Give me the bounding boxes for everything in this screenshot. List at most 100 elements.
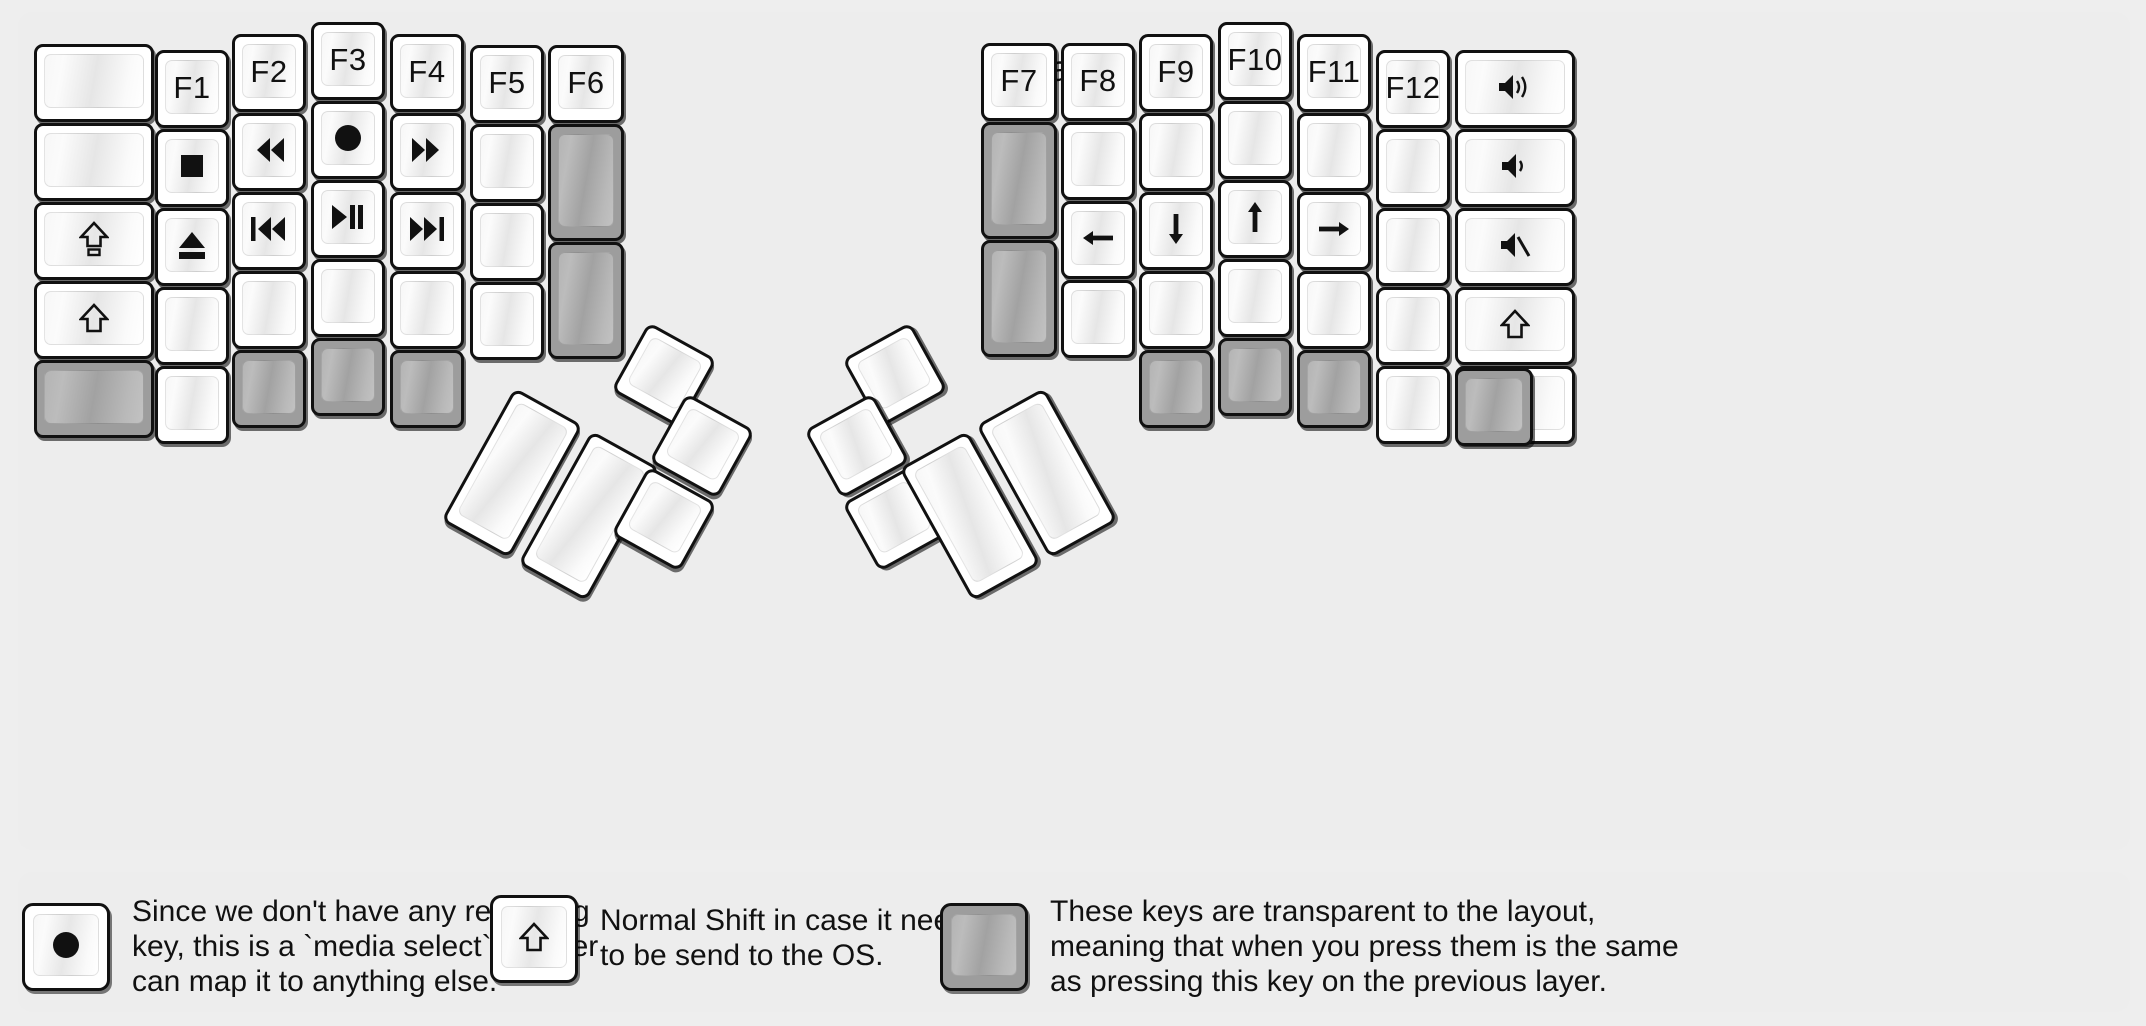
left-col-f6-key-1[interactable]: F6 (548, 45, 624, 123)
right-col-f9-key-4[interactable] (1139, 271, 1213, 349)
key-label-blank (559, 253, 613, 344)
left-col-f2-key-1[interactable]: F2 (232, 34, 306, 112)
left-col-f3-key-4[interactable] (311, 259, 385, 337)
legend-transparent-key-key[interactable] (940, 903, 1028, 992)
left-col-outer-left-key-5[interactable] (34, 360, 154, 438)
left-col-f1-key-2[interactable] (155, 129, 229, 207)
right-col-f11-key-4[interactable] (1297, 271, 1371, 349)
left-col-f5-key-2[interactable] (470, 124, 544, 202)
left-col-f4-key-3[interactable] (390, 192, 464, 270)
right-col-f7-key-2[interactable] (981, 122, 1057, 239)
left-col-f1-key-1[interactable]: F1 (155, 50, 229, 128)
right-col-outer-right-key-1[interactable] (1455, 50, 1575, 128)
right-col-f7-key-3[interactable] (981, 240, 1057, 357)
right-col-f10-key-3[interactable] (1218, 180, 1292, 258)
right-col-f11-key-5[interactable] (1297, 350, 1371, 428)
right-col-outer-right-key-2[interactable] (1455, 129, 1575, 207)
left-col-f3-key-1[interactable]: F3 (311, 22, 385, 100)
left-col-f4-key-1[interactable]: F4 (390, 34, 464, 112)
right-col-f10-key-2[interactable] (1218, 101, 1292, 179)
right-col-f9-key-2[interactable] (1139, 113, 1213, 191)
left-col-f4-key-4[interactable] (390, 271, 464, 349)
left-col-outer-left-key-3[interactable] (34, 202, 154, 280)
right-col-f12-key-5[interactable] (1376, 366, 1450, 444)
keycap-face: F7 (991, 53, 1047, 107)
keycap-face (1386, 376, 1440, 430)
right-col-outer-right-key-3[interactable] (1455, 208, 1575, 286)
key-label: F12 (1385, 69, 1441, 105)
right-col-f12-key-2[interactable] (1376, 129, 1450, 207)
left-col-f3-key-5[interactable] (311, 338, 385, 416)
keycap-face (480, 213, 534, 267)
media-prev-track-icon (243, 203, 295, 255)
keycap-face (242, 281, 296, 335)
right-col-f9-key-3[interactable] (1139, 192, 1213, 270)
left-col-f4-key-2[interactable] (390, 113, 464, 191)
keycap-face: F6 (558, 55, 614, 109)
left-col-outer-left-key-1[interactable] (34, 44, 154, 122)
key-label: F1 (173, 69, 211, 105)
left-col-f5-key-4[interactable] (470, 282, 544, 360)
keycap-face (321, 348, 375, 402)
right-col-f11-key-1[interactable]: F11 (1297, 34, 1371, 112)
left-col-f4-key-5[interactable] (390, 350, 464, 428)
keycap-face (480, 292, 534, 346)
key-label: F3 (329, 41, 367, 77)
left-col-f3-key-2[interactable] (311, 101, 385, 179)
key-label-blank (45, 134, 143, 186)
left-col-f2-key-2[interactable] (232, 113, 306, 191)
right-col-f11-key-2[interactable] (1297, 113, 1371, 191)
key-label-blank (243, 282, 295, 334)
keycap-face (1465, 218, 1565, 272)
left-col-f2-key-5[interactable] (232, 350, 306, 428)
right-col-f11-key-3[interactable] (1297, 192, 1371, 270)
key-label-blank (666, 408, 740, 481)
left-col-f5-key-3[interactable] (470, 203, 544, 281)
right-col-outer-right-key-4[interactable] (1455, 287, 1575, 365)
key-label: F2 (250, 53, 288, 89)
right-col-f10-key-5[interactable] (1218, 338, 1292, 416)
left-col-f6-key-3[interactable] (548, 242, 624, 359)
key-label-blank (1229, 270, 1281, 322)
key-label: F9 (1157, 53, 1195, 89)
left-col-outer-left-key-4[interactable] (34, 281, 154, 359)
right-col-f9-key-5[interactable] (1139, 350, 1213, 428)
key-label-blank (952, 915, 1016, 975)
key-label: F7 (1000, 62, 1038, 98)
key-label-blank (481, 135, 533, 187)
left-col-f2-key-3[interactable] (232, 192, 306, 270)
right-col-f8-key-4[interactable] (1061, 280, 1135, 358)
right-col-f7-key-1[interactable]: F7 (981, 43, 1057, 121)
left-col-f3-key-3[interactable] (311, 180, 385, 258)
left-col-f2-key-4[interactable] (232, 271, 306, 349)
right-col-f12-key-1[interactable]: F12 (1376, 50, 1450, 128)
key-label-blank (401, 361, 453, 413)
keycap-face (44, 291, 144, 345)
left-col-f1-key-4[interactable] (155, 287, 229, 365)
legend-normal-shift-key[interactable] (490, 895, 578, 983)
key-label-blank (166, 377, 218, 429)
left-col-f1-key-5[interactable] (155, 366, 229, 444)
keycap-face (1465, 297, 1565, 351)
media-record-icon (322, 112, 374, 164)
right-col-f10-key-1[interactable]: F10 (1218, 22, 1292, 100)
legend-media-select-key[interactable] (22, 903, 110, 992)
left-col-f6-key-2[interactable] (548, 124, 624, 241)
right-col-f12-key-4[interactable] (1376, 287, 1450, 365)
legend-normal-shift: Normal Shift in case it needs to be send… (490, 895, 982, 983)
bottom-right-transparent-key[interactable] (1455, 368, 1533, 446)
keycap-face (1307, 202, 1361, 256)
left-col-f5-key-1[interactable]: F5 (470, 45, 544, 123)
arrow-left-icon (1072, 212, 1124, 264)
right-col-f10-key-4[interactable] (1218, 259, 1292, 337)
key-label-blank (322, 270, 374, 322)
left-col-f1-key-3[interactable] (155, 208, 229, 286)
keycap-face (1149, 360, 1203, 414)
right-col-f8-key-3[interactable] (1061, 201, 1135, 279)
right-col-f8-key-1[interactable]: F8 (1061, 43, 1135, 121)
right-col-f8-key-2[interactable] (1061, 122, 1135, 200)
left-col-outer-left-key-2[interactable] (34, 123, 154, 201)
key-label-blank (992, 133, 1046, 224)
right-col-f12-key-3[interactable] (1376, 208, 1450, 286)
right-col-f9-key-1[interactable]: F9 (1139, 34, 1213, 112)
